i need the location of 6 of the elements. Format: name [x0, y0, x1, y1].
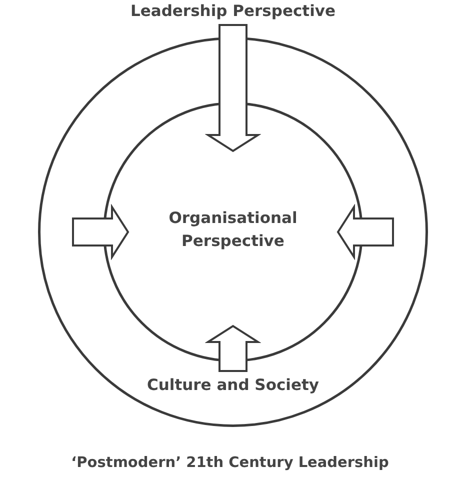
- perspective-label: Leadership Perspective: [130, 0, 336, 22]
- ring-label: Culture and Society: [146, 375, 320, 395]
- caption: ‘Postmodern’ 21th Century Leadership: [71, 454, 389, 473]
- circle-label: Organisational Perspective: [168, 208, 298, 252]
- inner-circle: [103, 102, 363, 362]
- outer-circle: [38, 37, 428, 427]
